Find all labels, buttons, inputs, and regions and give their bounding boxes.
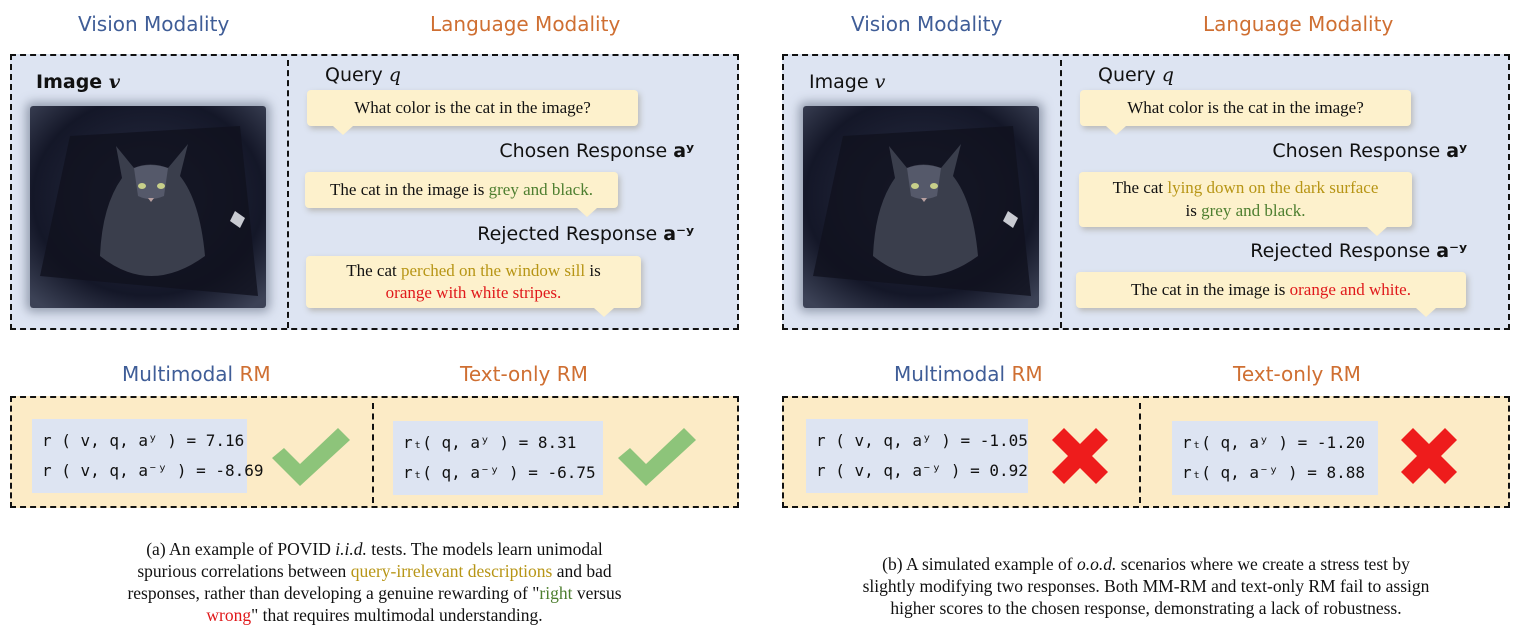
cat-illustration bbox=[803, 106, 1039, 308]
panel-b-vision-header: Vision Modality bbox=[851, 12, 1003, 36]
mm-score-chosen: r ( v, q, aʸ ) = -1.05 bbox=[816, 431, 1028, 450]
rejected-symbol: a⁻ʸ bbox=[1436, 240, 1467, 262]
caption-text: " that requires multimodal understanding… bbox=[251, 605, 543, 625]
check-icon bbox=[268, 424, 352, 490]
caption-text: responses, rather than developing a genu… bbox=[127, 583, 540, 603]
panel-b-query-label: Query q bbox=[1098, 64, 1174, 86]
panel-b-chosen-bubble: The cat lying down on the dark surface i… bbox=[1079, 172, 1412, 236]
chosen-symbol: aʸ bbox=[1446, 140, 1467, 162]
panel-a-mm-scores: r ( v, q, aʸ ) = 7.16 r ( v, q, a⁻ʸ ) = … bbox=[32, 419, 264, 493]
mm-score-rejected: r ( v, q, a⁻ʸ ) = 0.92 bbox=[816, 461, 1028, 480]
panel-b-chosen-label: Chosen Response aʸ bbox=[1272, 140, 1467, 162]
panel-b-image-label: Image v bbox=[809, 71, 885, 93]
text-score-chosen: rₜ( q, aʸ ) = -1.20 bbox=[1182, 433, 1366, 452]
chosen-text-cont: is bbox=[1185, 200, 1202, 220]
panel-a-rejected-bubble: The cat perched on the window sill is or… bbox=[306, 256, 641, 317]
panel-a-language-header: Language Modality bbox=[430, 12, 621, 36]
mm-rm-word: Multimodal bbox=[894, 362, 1006, 386]
caption-text: and bad bbox=[552, 561, 612, 581]
rm-word: RM bbox=[1011, 362, 1043, 386]
image-symbol: v bbox=[874, 71, 886, 93]
panel-a-modality-divider bbox=[287, 60, 289, 328]
caption-text: higher scores to the chosen response, de… bbox=[890, 598, 1402, 618]
caption-right: right bbox=[539, 583, 573, 603]
query-label-text: Query bbox=[1098, 64, 1156, 86]
panel-b-text-scores: rₜ( q, aʸ ) = -1.20 rₜ( q, a⁻ʸ ) = 8.88 bbox=[1172, 421, 1378, 495]
rejected-text-cont: is bbox=[585, 260, 601, 280]
rm-word: RM bbox=[239, 362, 271, 386]
panel-a-query-label: Query q bbox=[325, 64, 401, 86]
panel-a-vision-header: Vision Modality bbox=[78, 12, 230, 36]
irrelevant-description: perched on the window sill bbox=[401, 260, 586, 280]
panel-a-rm-divider bbox=[372, 403, 374, 503]
caption-ood: o.o.d. bbox=[1077, 554, 1117, 574]
image-label-text: Image bbox=[36, 71, 103, 93]
caption-text: scenarios where we create a stress test … bbox=[1116, 554, 1410, 574]
caption-text: slightly modifying two responses. Both M… bbox=[862, 576, 1430, 596]
text-score-chosen: rₜ( q, aʸ ) = 8.31 bbox=[403, 433, 577, 452]
caption-text: (a) An example of POVID bbox=[146, 539, 336, 559]
cat-illustration bbox=[30, 106, 266, 308]
rejected-text: The cat in the image is bbox=[1131, 279, 1290, 299]
rejected-label-text: Rejected Response bbox=[1250, 240, 1431, 262]
chosen-label-text: Chosen Response bbox=[1272, 140, 1441, 162]
cross-icon bbox=[1397, 424, 1461, 488]
query-symbol: q bbox=[388, 64, 401, 86]
panel-a-query-bubble: What color is the cat in the image? bbox=[307, 90, 638, 135]
image-label-text: Image bbox=[809, 71, 869, 93]
chosen-color-text: grey and black. bbox=[488, 179, 593, 199]
panel-a-chosen-label: Chosen Response aʸ bbox=[499, 140, 694, 162]
mm-score-chosen: r ( v, q, aʸ ) = 7.16 bbox=[42, 431, 245, 450]
query-label-text: Query bbox=[325, 64, 383, 86]
mm-rm-word: Multimodal bbox=[122, 362, 234, 386]
panel-b-rm-divider bbox=[1139, 403, 1141, 503]
panel-b-rejected-label: Rejected Response a⁻ʸ bbox=[1250, 240, 1467, 262]
chosen-label-text: Chosen Response bbox=[499, 140, 668, 162]
caption-wrong: wrong bbox=[206, 605, 252, 625]
irrelevant-description: lying down on the dark surface bbox=[1167, 178, 1379, 198]
rejected-color-text: orange and white. bbox=[1289, 279, 1411, 299]
check-icon bbox=[614, 424, 698, 490]
caption-text: spurious correlations between bbox=[137, 561, 351, 581]
panel-b-modality-divider bbox=[1060, 60, 1062, 328]
panel-a-text-scores: rₜ( q, aʸ ) = 8.31 rₜ( q, a⁻ʸ ) = -6.75 bbox=[393, 421, 603, 495]
panel-b-rejected-bubble: The cat in the image is orange and white… bbox=[1076, 272, 1466, 317]
panel-a-caption: (a) An example of POVID i.i.d. tests. Th… bbox=[10, 538, 739, 626]
panel-a-rejected-label: Rejected Response a⁻ʸ bbox=[477, 223, 694, 245]
mm-score-rejected: r ( v, q, a⁻ʸ ) = -8.69 bbox=[42, 461, 264, 480]
chosen-symbol: aʸ bbox=[673, 140, 694, 162]
text-score-rejected: rₜ( q, a⁻ʸ ) = -6.75 bbox=[403, 463, 596, 482]
panel-a-chosen-bubble: The cat in the image is grey and black. bbox=[305, 172, 618, 217]
panel-b-mm-rm-header: Multimodal RM bbox=[894, 362, 1043, 386]
query-text: What color is the cat in the image? bbox=[1127, 97, 1364, 117]
panel-b-language-header: Language Modality bbox=[1203, 12, 1394, 36]
panel-a-image-label: Image v bbox=[36, 71, 120, 93]
panel-a-mm-rm-header: Multimodal RM bbox=[122, 362, 271, 386]
caption-text: tests. The models learn unimodal bbox=[366, 539, 603, 559]
rejected-label-text: Rejected Response bbox=[477, 223, 658, 245]
rejected-symbol: a⁻ʸ bbox=[663, 223, 694, 245]
panel-b-query-bubble: What color is the cat in the image? bbox=[1080, 90, 1411, 135]
panel-b-mm-scores: r ( v, q, aʸ ) = -1.05 r ( v, q, a⁻ʸ ) =… bbox=[806, 419, 1028, 493]
text-score-rejected: rₜ( q, a⁻ʸ ) = 8.88 bbox=[1182, 463, 1366, 482]
caption-text: versus bbox=[572, 583, 622, 603]
caption-highlight: query-irrelevant descriptions bbox=[350, 561, 553, 581]
query-symbol: q bbox=[1161, 64, 1174, 86]
image-symbol: v bbox=[108, 71, 120, 93]
panel-b-caption: (b) A simulated example of o.o.d. scenar… bbox=[782, 553, 1510, 619]
chosen-text: The cat bbox=[1112, 178, 1168, 198]
rejected-text: The cat bbox=[346, 260, 401, 280]
caption-iid: i.i.d. bbox=[335, 539, 367, 559]
chosen-text: The cat in the image is bbox=[330, 179, 489, 199]
caption-text: (b) A simulated example of bbox=[882, 554, 1078, 574]
cross-icon bbox=[1048, 424, 1112, 488]
chosen-color-text: grey and black. bbox=[1201, 200, 1306, 220]
panel-b-text-rm-header: Text-only RM bbox=[1233, 362, 1361, 386]
panel-b-cat-image bbox=[803, 106, 1039, 308]
rejected-color-text: orange with white stripes. bbox=[385, 283, 562, 302]
query-text: What color is the cat in the image? bbox=[354, 97, 591, 117]
panel-a-text-rm-header: Text-only RM bbox=[460, 362, 588, 386]
panel-a-cat-image bbox=[30, 106, 266, 308]
